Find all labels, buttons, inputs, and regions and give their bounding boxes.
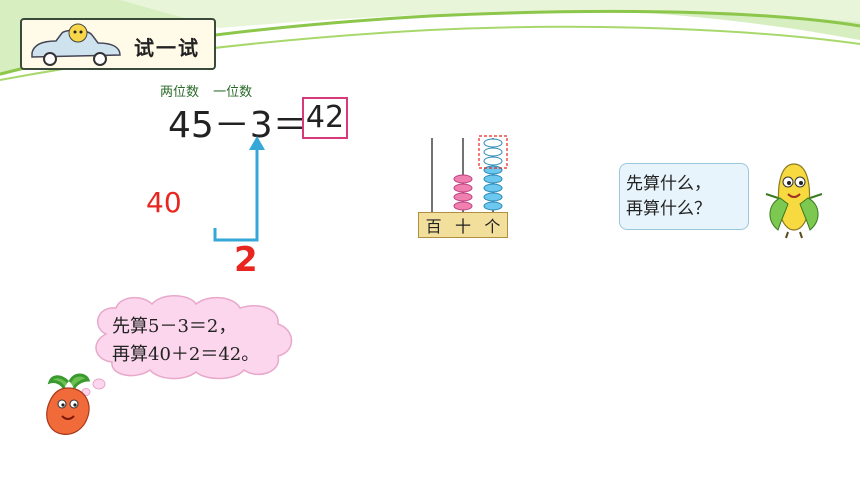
section-title-tab: 试一试 [20, 18, 216, 70]
equation-expression: 45－3＝ [168, 105, 309, 146]
question-line-1: 先算什么， [626, 174, 711, 194]
removed-beads [483, 138, 503, 166]
radish-mascot-icon [46, 373, 91, 435]
section-title: 试一试 [134, 36, 200, 60]
thought-cloud-bubble [95, 295, 293, 380]
split-arrow [213, 136, 265, 242]
question-line-2: 再算什么？ [626, 199, 711, 219]
solution-text: 先算5－3＝2， 再算40＋2＝42。 [112, 313, 259, 369]
abacus-label-ones: 个 [484, 217, 501, 236]
question-speech-bubble: 先算什么， 再算什么？ [619, 163, 749, 230]
solution-line-1: 先算5－3＝2， [112, 316, 237, 337]
car-icon [31, 23, 121, 66]
abacus-diagram [431, 135, 508, 212]
equation-hints: 两位数 一位数 [160, 81, 262, 100]
split-ones-value: 2 [234, 240, 258, 280]
ones-beads [483, 165, 503, 211]
hint-two-digit: 两位数 [160, 85, 200, 100]
abacus-label-hundreds: 百 [425, 217, 442, 236]
split-tens-value: 40 [146, 186, 182, 219]
abacus-label-tens: 十 [454, 217, 471, 236]
abacus-place-labels: 百 十 个 [418, 212, 508, 238]
equation-answer-box: 42 [302, 97, 348, 139]
hint-one-digit: 一位数 [213, 85, 253, 100]
corn-mascot-icon [765, 163, 823, 239]
tens-beads [453, 174, 473, 211]
solution-line-2: 再算40＋2＝42。 [112, 344, 260, 365]
